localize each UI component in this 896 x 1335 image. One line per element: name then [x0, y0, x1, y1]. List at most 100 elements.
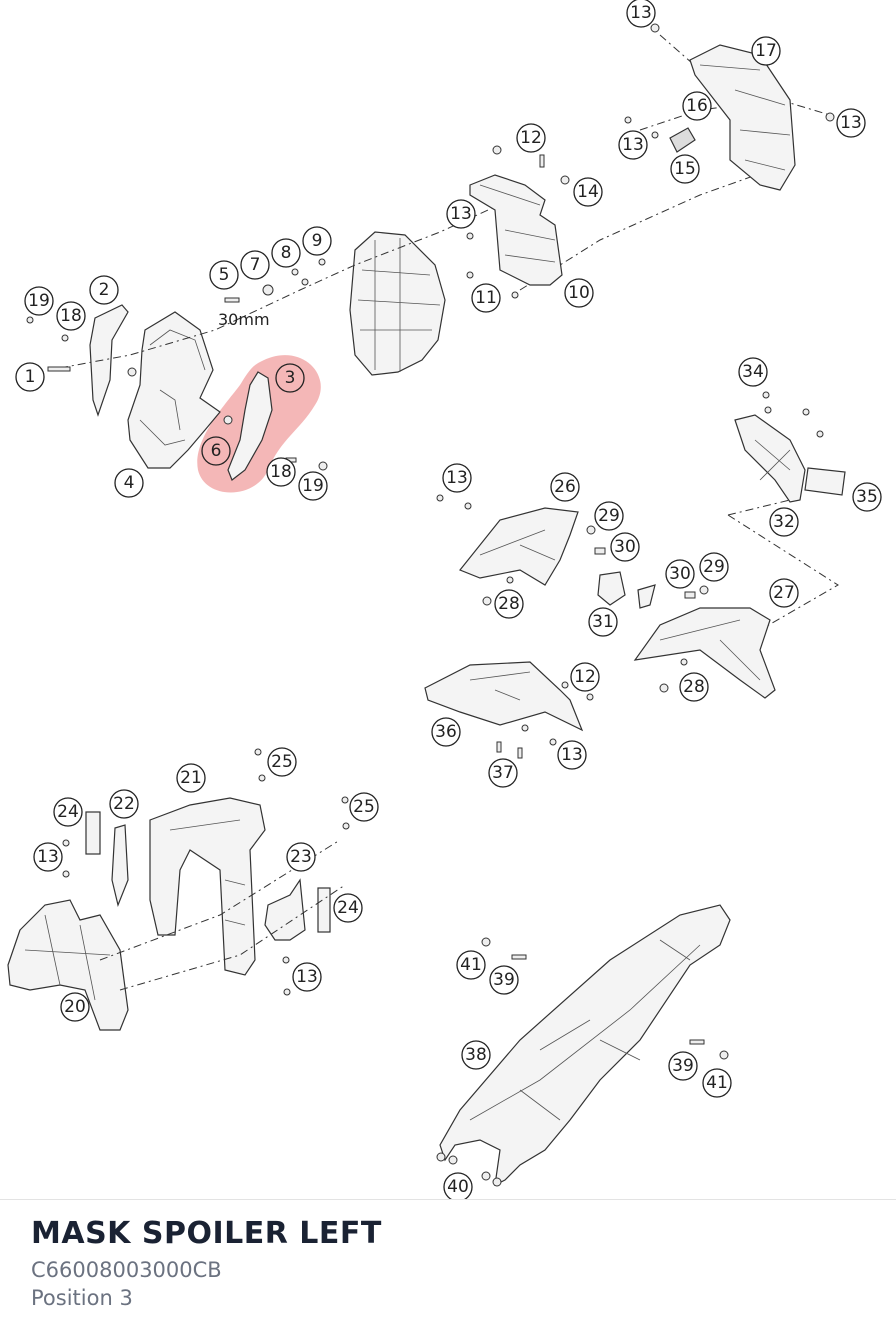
rear-bracket-group	[424, 391, 846, 759]
callout-18-right[interactable]: 18	[266, 457, 296, 487]
callout-23[interactable]: 23	[286, 842, 316, 872]
part-15-shape	[669, 127, 696, 153]
callout-29-right[interactable]: 29	[699, 552, 729, 582]
svg-text:13: 13	[37, 847, 59, 867]
svg-text:6: 6	[211, 441, 222, 461]
callout-25-right[interactable]: 25	[349, 792, 379, 822]
svg-text:28: 28	[683, 677, 705, 697]
callout-30-right[interactable]: 30	[665, 559, 695, 589]
part-title: MASK SPOILER LEFT	[31, 1216, 382, 1251]
callout-13-e[interactable]: 13	[442, 463, 472, 493]
svg-text:19: 19	[302, 476, 324, 496]
callout-24-left[interactable]: 24	[53, 797, 83, 827]
callout-19-right[interactable]: 19	[298, 471, 328, 501]
callout-35[interactable]: 35	[852, 482, 882, 512]
callout-19-left[interactable]: 19	[24, 286, 54, 316]
part-4-shape	[127, 311, 221, 469]
callout-6[interactable]: 6	[201, 436, 231, 466]
part-24-left-shape	[85, 811, 101, 855]
callout-3[interactable]: 3	[275, 363, 305, 393]
callout-7[interactable]: 7	[240, 250, 270, 280]
svg-text:18: 18	[270, 462, 292, 482]
callout-36[interactable]: 36	[431, 717, 461, 747]
callout-9[interactable]: 9	[302, 226, 332, 256]
svg-text:40: 40	[447, 1177, 469, 1197]
part-26-shape	[459, 507, 579, 586]
part-position: Position 3	[31, 1286, 133, 1310]
callout-13-c[interactable]: 13	[618, 130, 648, 160]
callout-41-right[interactable]: 41	[702, 1068, 732, 1098]
callout-12-rear[interactable]: 12	[570, 662, 600, 692]
svg-text:17: 17	[755, 41, 777, 61]
svg-text:9: 9	[312, 231, 323, 251]
callout-8[interactable]: 8	[271, 238, 301, 268]
footer-divider	[0, 1199, 896, 1200]
svg-text:13: 13	[622, 135, 644, 155]
headlight-shape	[349, 231, 446, 376]
fender-group	[7, 748, 350, 1031]
svg-text:2: 2	[99, 280, 110, 300]
callout-39-top[interactable]: 39	[489, 965, 519, 995]
callout-13-b[interactable]: 13	[836, 108, 866, 138]
callout-18-left[interactable]: 18	[56, 301, 86, 331]
svg-text:19: 19	[28, 291, 50, 311]
callout-39-right[interactable]: 39	[668, 1051, 698, 1081]
callout-25-top[interactable]: 25	[267, 747, 297, 777]
front-fairing-group	[26, 34, 831, 481]
callout-40[interactable]: 40	[443, 1172, 473, 1200]
callout-24-right[interactable]: 24	[333, 893, 363, 923]
part-23-shape	[264, 878, 306, 941]
callout-2[interactable]: 2	[89, 275, 119, 305]
svg-text:15: 15	[674, 159, 696, 179]
svg-text:35: 35	[856, 487, 878, 507]
svg-text:25: 25	[271, 752, 293, 772]
svg-text:5: 5	[219, 265, 230, 285]
part-code: C66008003000CB	[31, 1258, 222, 1282]
callout-15[interactable]: 15	[670, 154, 700, 184]
callout-22[interactable]: 22	[109, 789, 139, 819]
callout-10[interactable]: 10	[564, 278, 594, 308]
part-21-shape	[149, 797, 266, 976]
callout-34[interactable]: 34	[738, 357, 768, 387]
callout-13-g[interactable]: 13	[33, 842, 63, 872]
callout-13-f[interactable]: 13	[557, 740, 587, 770]
callout-30-left[interactable]: 30	[610, 532, 640, 562]
callout-37[interactable]: 37	[488, 758, 518, 788]
svg-text:28: 28	[498, 594, 520, 614]
callout-41-top[interactable]: 41	[456, 950, 486, 980]
callout-31[interactable]: 31	[588, 607, 618, 637]
callout-29-left[interactable]: 29	[594, 501, 624, 531]
callout-1[interactable]: 1	[15, 362, 45, 392]
svg-text:31: 31	[592, 612, 614, 632]
callout-28-left[interactable]: 28	[494, 589, 524, 619]
callout-20[interactable]: 20	[60, 992, 90, 1022]
callout-21[interactable]: 21	[176, 763, 206, 793]
part-24-right-shape	[317, 887, 331, 933]
bracket-group	[466, 23, 835, 299]
callout-4[interactable]: 4	[114, 468, 144, 498]
callout-11[interactable]: 11	[471, 283, 501, 313]
svg-text:7: 7	[250, 255, 261, 275]
svg-text:14: 14	[577, 182, 599, 202]
callout-5[interactable]: 5	[209, 260, 239, 290]
callout-27[interactable]: 27	[769, 578, 799, 608]
callout-28-right[interactable]: 28	[679, 672, 709, 702]
svg-text:10: 10	[568, 283, 590, 303]
callout-13-a[interactable]: 13	[626, 0, 656, 28]
callout-13-d[interactable]: 13	[446, 199, 476, 229]
part-2-shape	[89, 304, 129, 417]
svg-text:3: 3	[285, 368, 296, 388]
svg-text:32: 32	[773, 512, 795, 532]
svg-text:13: 13	[630, 3, 652, 23]
callout-26[interactable]: 26	[550, 472, 580, 502]
svg-text:22: 22	[113, 794, 135, 814]
callout-16[interactable]: 16	[682, 91, 712, 121]
callout-14[interactable]: 14	[573, 177, 603, 207]
callout-13-h[interactable]: 13	[292, 962, 322, 992]
svg-text:13: 13	[296, 967, 318, 987]
callout-32[interactable]: 32	[769, 507, 799, 537]
callout-17[interactable]: 17	[751, 36, 781, 66]
part-31b-shape	[637, 584, 656, 609]
callout-12-top[interactable]: 12	[516, 123, 546, 153]
callout-38[interactable]: 38	[461, 1040, 491, 1070]
